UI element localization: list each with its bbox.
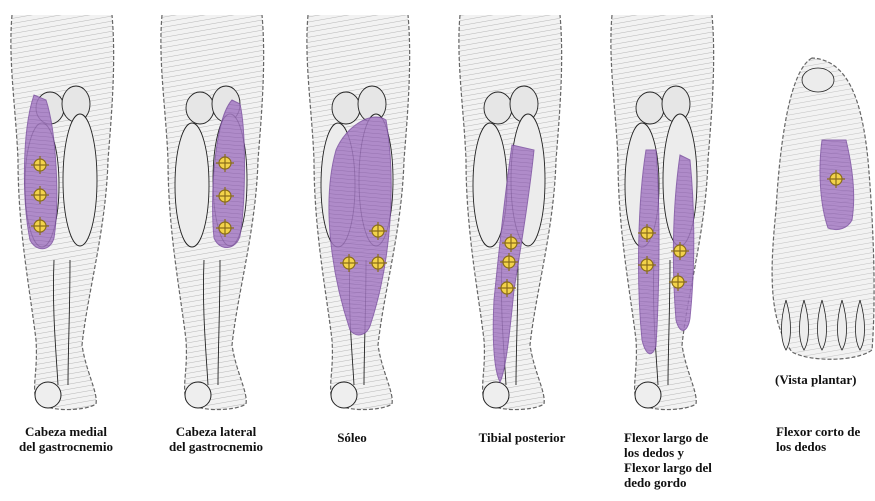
caption-tibial-posterior: Tibial posterior	[467, 430, 577, 445]
plantar-view-label: (Vista plantar)	[775, 372, 857, 388]
foot-plantar-outline	[772, 58, 874, 359]
caption-flexor-corto: Flexor corto de los dedos	[776, 424, 872, 454]
caption-flexor-largo: Flexor largo de los dedos y Flexor largo…	[624, 430, 744, 490]
caption-cabeza-medial: Cabeza medial del gastrocnemio	[14, 424, 118, 454]
caption-cabeza-lateral: Cabeza lateral del gastrocnemio	[160, 424, 272, 454]
leg-outline-flexor-largo	[611, 15, 714, 410]
caption-soleo: Sóleo	[322, 430, 382, 445]
